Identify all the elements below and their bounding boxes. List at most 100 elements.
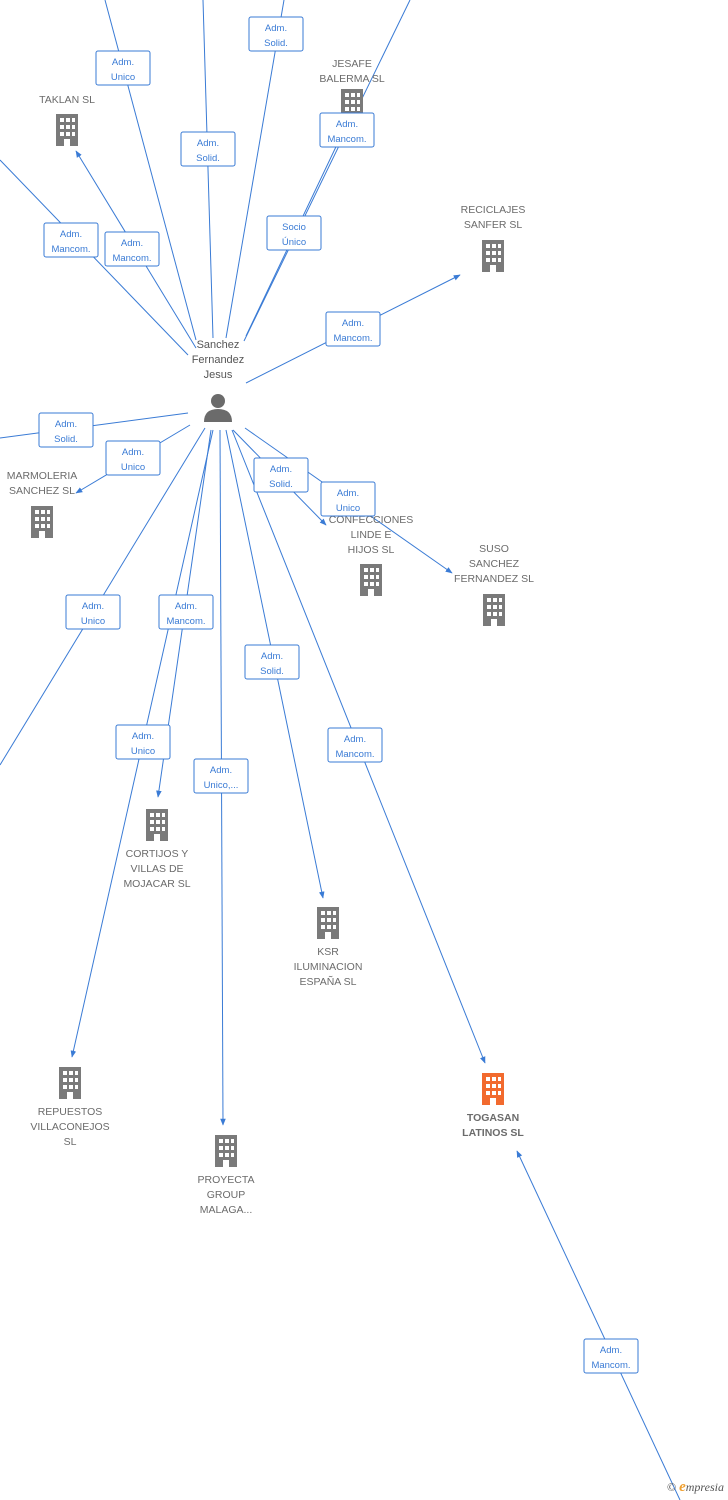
relation-label-text: Adm. [197, 138, 219, 149]
company-node-taklan[interactable]: TAKLAN SL [39, 94, 95, 146]
company-name: SL [64, 1136, 77, 1148]
relation-label-box [244, 644, 300, 680]
company-name: FERNANDEZ SL [454, 573, 534, 585]
building-icon [146, 809, 168, 841]
relation-label-text: Adm. [60, 229, 82, 240]
relation-edge [0, 412, 189, 439]
relation-label-box [180, 131, 236, 167]
relation-label-box [325, 311, 381, 347]
relation-label[interactable]: Adm.Mancom. [583, 1338, 639, 1374]
company-name: MALAGA... [200, 1204, 253, 1216]
relation-label[interactable]: Adm. Unico [320, 481, 376, 517]
relation-label-text: Adm. [344, 734, 366, 745]
relation-label-box [105, 440, 161, 476]
relation-label-text: Mancom. [112, 253, 151, 264]
company-name: MOJACAR SL [123, 878, 190, 890]
relation-label[interactable]: Adm.Unico [115, 724, 171, 760]
relation-label-text: Unico [121, 462, 145, 473]
relation-label-box [193, 758, 249, 794]
person-name: Fernandez [192, 354, 245, 366]
company-name: CORTIJOS Y [126, 848, 189, 860]
relation-label-text: Solid. [269, 479, 293, 490]
relation-label[interactable]: Adm. Solid. [180, 131, 236, 167]
relation-label-text: Socio [282, 222, 306, 233]
company-name: LINDE E [351, 529, 392, 541]
relation-edge [243, 0, 411, 342]
relation-label[interactable]: Adm. Mancom. [319, 112, 375, 148]
relation-label[interactable]: Adm.Solid. [38, 412, 94, 448]
relation-label[interactable]: Adm.Mancom. [158, 594, 214, 630]
relation-label-text: Adm. [342, 318, 364, 329]
relation-label-box [266, 215, 322, 251]
relation-label[interactable]: Adm. Mancom. [327, 727, 383, 763]
company-name: SANFER SL [464, 219, 523, 231]
relation-label-text: Adm. [336, 119, 358, 130]
relation-label-text: Mancom. [51, 244, 90, 255]
relation-label[interactable]: Adm.Solid. [253, 457, 309, 493]
building-icon [482, 240, 504, 272]
relation-label-text: Unico [81, 616, 105, 627]
company-name: SANCHEZ [469, 558, 520, 570]
relation-label-text: Mancom. [327, 134, 366, 145]
relation-label-text: Adm. [337, 488, 359, 499]
relation-label-text: Mancom. [335, 749, 374, 760]
relation-label-text: Adm. [261, 651, 283, 662]
relation-label[interactable]: Adm. Mancom. [43, 222, 99, 258]
relation-label-box [65, 594, 121, 630]
relation-label-text: Solid. [260, 666, 284, 677]
building-icon [56, 114, 78, 146]
company-name: TAKLAN SL [39, 94, 95, 106]
relation-label[interactable]: Adm. Mancom. [325, 311, 381, 347]
relation-label-text: Mancom. [591, 1360, 630, 1371]
relation-label-box [104, 231, 160, 267]
company-name: CONFECCIONES [329, 514, 414, 526]
person-name: Jesus [204, 369, 233, 381]
company-name: REPUESTOS [38, 1106, 103, 1118]
company-name: JESAFE [332, 58, 372, 70]
relation-label-box [583, 1338, 639, 1374]
company-name: SANCHEZ SL [9, 485, 75, 497]
company-name: ILUMINACION [294, 961, 363, 973]
relation-label-text: Único [282, 237, 306, 248]
relation-edge [225, 0, 285, 339]
relation-label-text: Mancom. [333, 333, 372, 344]
relation-label[interactable]: Adm.Mancom. [104, 231, 160, 267]
relation-label-box [248, 16, 304, 52]
relation-label-text: Unico [336, 503, 360, 514]
relation-label-text: Adm. [112, 57, 134, 68]
relation-label[interactable]: Adm.Unico [95, 50, 151, 86]
relation-label[interactable]: Adm.Solid. [248, 16, 304, 52]
company-node-proyecta[interactable]: PROYECTAGROUPMALAGA... [198, 1135, 255, 1216]
brand-name: mpresia [685, 1480, 724, 1494]
building-icon [360, 564, 382, 596]
relation-label-text: Adm. [82, 601, 104, 612]
person-body [204, 409, 232, 422]
relation-label-box [320, 481, 376, 517]
relation-label-text: Unico,... [204, 780, 239, 791]
relation-label-box [327, 727, 383, 763]
building-icon [482, 1073, 504, 1105]
relation-label[interactable]: Adm. Unico [65, 594, 121, 630]
relation-label-text: Adm. [210, 765, 232, 776]
relation-label[interactable]: Adm. Solid. [244, 644, 300, 680]
relation-label-text: Adm. [122, 447, 144, 458]
relation-label[interactable]: Adm. Unico,... [193, 758, 249, 794]
relation-label-box [115, 724, 171, 760]
company-name: PROYECTA [198, 1174, 255, 1186]
relation-label-box [43, 222, 99, 258]
relation-label[interactable]: Adm. Unico [105, 440, 161, 476]
relation-label-text: Solid. [196, 153, 220, 164]
relation-label-text: Mancom. [166, 616, 205, 627]
